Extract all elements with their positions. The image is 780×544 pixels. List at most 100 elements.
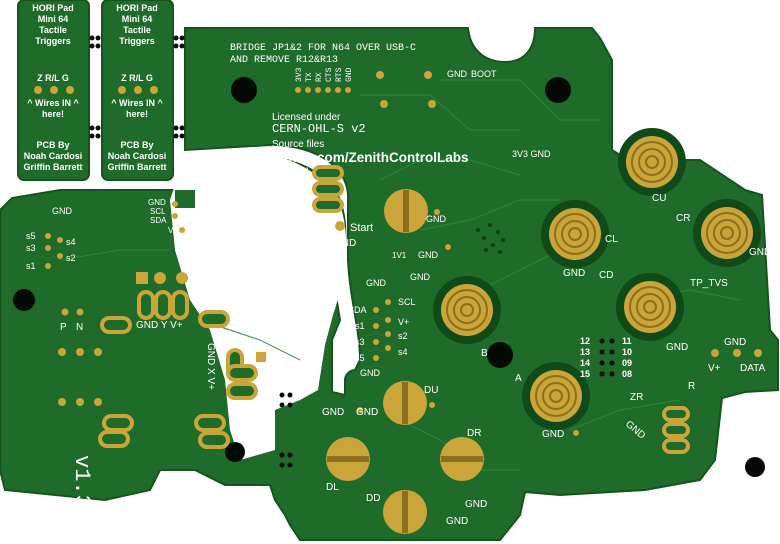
label-s4-mid: s4 [398, 347, 408, 357]
header-pin-3v3: 3V3 [295, 67, 304, 82]
via-cluster [476, 223, 505, 254]
label-gnd-1v1: GND [418, 250, 439, 260]
trigger-right-title-1: HORI Pad [116, 3, 158, 13]
header-pin-tx: TX [305, 72, 314, 82]
button-pad-a [522, 362, 590, 430]
mux-left-14: 14 [580, 358, 590, 368]
label-gnd-mid-3: GND [360, 368, 381, 378]
trigger-right-pins: Z R/L G [121, 73, 153, 83]
mux-right-08: 08 [622, 369, 632, 379]
source-url: github.com/ZenithControlLabs [272, 150, 468, 165]
label-cr: CR [676, 213, 690, 224]
mux-right-10: 10 [622, 347, 632, 357]
mux-left-12: 12 [580, 336, 590, 346]
start-pad [384, 189, 428, 233]
mux-pad-grid [599, 338, 615, 377]
label-s2-mid: s2 [398, 331, 408, 341]
note-line-2: AND REMOVE R12&R13 [230, 55, 338, 66]
mounting-hole [745, 457, 765, 477]
mounting-hole [13, 289, 35, 311]
trigger-right-credit-2: Noah Cardosi [108, 151, 167, 161]
label-du: DU [424, 385, 438, 396]
trigger-right-wires-1: ^ Wires IN ^ [111, 98, 163, 108]
label-zl: ZL [299, 166, 312, 178]
boot-label: BOOT [471, 69, 497, 79]
traces [59, 79, 741, 471]
button-pad-cd [616, 273, 684, 341]
label-gnd-dr: GND [465, 499, 487, 510]
trigger-left-title-2: Mini 64 [38, 14, 69, 24]
dpad-left-pad [326, 437, 370, 481]
label-3v3-gnd: 3V3 GND [512, 149, 551, 159]
mounting-hole [231, 77, 257, 103]
label-a: A [515, 373, 522, 384]
label-tp-tvs: TP_TVS [690, 278, 728, 289]
boot-gnd-label: GND [447, 69, 468, 79]
label-vplus-left: V+ [168, 226, 178, 235]
label-gnd-dl-2: GND [356, 407, 378, 418]
label-gnd-start-right: GND [426, 214, 447, 224]
version-label: v1.3.0 [69, 455, 94, 534]
label-gnd-a: GND [542, 429, 564, 440]
mux-left-15: 15 [580, 369, 590, 379]
trigger-left-wires-1: ^ Wires IN ^ [27, 98, 79, 108]
label-dr: DR [467, 428, 481, 439]
mux-left-13: 13 [580, 347, 590, 357]
label-scl-mid: SCL [398, 297, 416, 307]
trigger-left-title-3: Tactile [39, 25, 67, 35]
mounting-hole [225, 442, 245, 462]
label-s4: s4 [66, 237, 76, 247]
label-dl: DL [326, 482, 339, 493]
label-cd: CD [599, 270, 613, 281]
label-gnd-dl-1: GND [322, 407, 344, 418]
label-sda-mid: SDA [348, 305, 367, 315]
trigger-right-credit-1: PCB By [120, 140, 153, 150]
label-gnd-s: GND [52, 206, 73, 216]
label-sda-left: SDA [150, 216, 167, 225]
trigger-right-title-2: Mini 64 [122, 14, 153, 24]
source-label: Source files [272, 139, 324, 150]
edge-vias [89, 35, 293, 468]
label-gnd-x-v: GND X V+ [205, 343, 216, 390]
label-n: N [76, 322, 83, 333]
button-pad-cl [541, 200, 609, 268]
label-gnd-cd: GND [666, 342, 688, 353]
oval-footprints [98, 165, 690, 454]
label-s1-mid: s1 [355, 321, 365, 331]
label-cl: CL [605, 234, 618, 245]
label-dd: DD [366, 493, 380, 504]
trigger-right-title-3: Tactile [123, 25, 151, 35]
label-r: R [688, 381, 695, 392]
label-s3: s3 [26, 243, 36, 253]
label-gnd-scl: GND [148, 198, 166, 207]
label-gnd-cl: GND [563, 268, 585, 279]
label-p: P [60, 322, 67, 333]
mounting-hole [487, 342, 513, 368]
label-gnd-y-v: GND Y V+ [136, 320, 183, 331]
label-s3-mid: s3 [355, 337, 365, 347]
label-b: B [481, 348, 488, 359]
trigger-left-title-4: Triggers [35, 36, 71, 46]
header-pin-cts: CTS [325, 67, 334, 82]
label-l: L [306, 182, 312, 194]
header-pin-rts: RTS [335, 67, 344, 82]
label-gnd-cu-top: GND [616, 112, 638, 123]
label-cu: CU [652, 193, 666, 204]
header-pin-gnd: GND [345, 67, 354, 82]
note-line-1: BRIDGE JP1&2 FOR N64 OVER USB-C [230, 43, 416, 54]
label-gnd-start: GND [334, 238, 356, 249]
trigger-left-title-1: HORI Pad [32, 3, 74, 13]
label-gnd-cr: GND [749, 247, 771, 258]
header-pin-rx: RX [315, 72, 324, 82]
dpad-up-pad [383, 381, 427, 425]
board-cutout [170, 150, 347, 460]
button-pad-cu [618, 128, 686, 196]
trigger-left-credit-2: Noah Cardosi [24, 151, 83, 161]
through-hole-pads [34, 71, 762, 436]
label-vplus-conn: V+ [708, 363, 721, 374]
label-scl-left: SCL [150, 207, 166, 216]
label-zr: ZR [630, 392, 643, 403]
dpad-down-pad [383, 490, 427, 534]
trigger-right-credit-3: Griffin Barrett [107, 162, 166, 172]
